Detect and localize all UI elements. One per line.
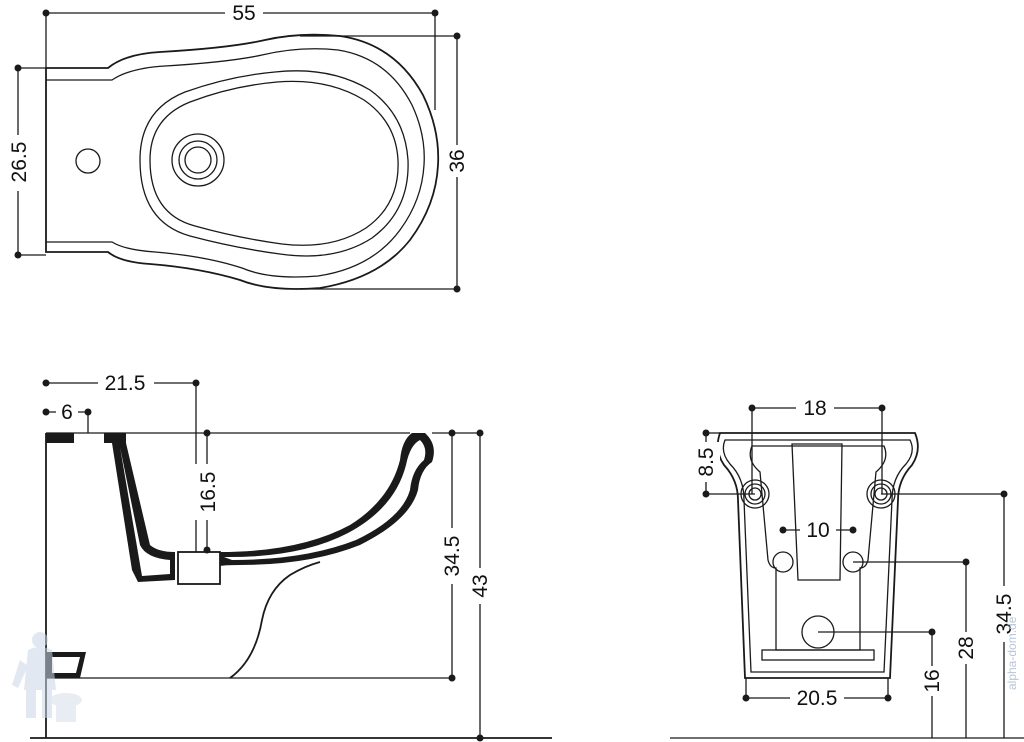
dim-inlet-height: 28 (955, 636, 978, 659)
dim-total-height: 43 (469, 574, 492, 597)
dim-total-width: 36 (446, 149, 469, 172)
top-view-rim (46, 48, 425, 278)
dim-fixing-height: 34.5 (993, 594, 1016, 635)
dim-tap-offset: 6 (61, 401, 73, 424)
dim-length: 55 (232, 2, 255, 25)
top-view-bowl-outer (139, 70, 409, 257)
dim-inlet-spacing: 10 (806, 519, 829, 542)
top-view-bowl-inner (149, 80, 399, 246)
drain-inner-icon (184, 146, 212, 174)
top-view-outline (45, 33, 440, 290)
drain-ring-icon (178, 140, 218, 180)
dim-outlet-height: 16 (921, 669, 944, 692)
front-view-outline (716, 432, 919, 679)
dim-fixing-offset: 8.5 (695, 447, 718, 476)
plumber-logo-icon (12, 632, 82, 722)
side-view: 21.5 6 16.5 34.5 43 (30, 370, 552, 742)
front-view: 18 8.5 10 20.5 16 28 (670, 396, 1024, 739)
watermark-text: alpha-dom.de (1005, 616, 1019, 690)
drain-outer-icon (171, 133, 225, 187)
dim-base-width: 20.5 (797, 687, 838, 710)
top-view: 55 26.5 36 (6, 2, 471, 293)
inlet-left-icon (772, 551, 794, 573)
dim-bowl-depth: 16.5 (197, 472, 220, 513)
dim-bowl-height: 34.5 (441, 536, 464, 577)
dim-rim-offset: 21.5 (105, 372, 146, 395)
dim-fixing-spacing: 18 (803, 397, 826, 420)
dim-inner-height: 26.5 (8, 142, 31, 183)
tap-hole-icon (75, 148, 101, 174)
